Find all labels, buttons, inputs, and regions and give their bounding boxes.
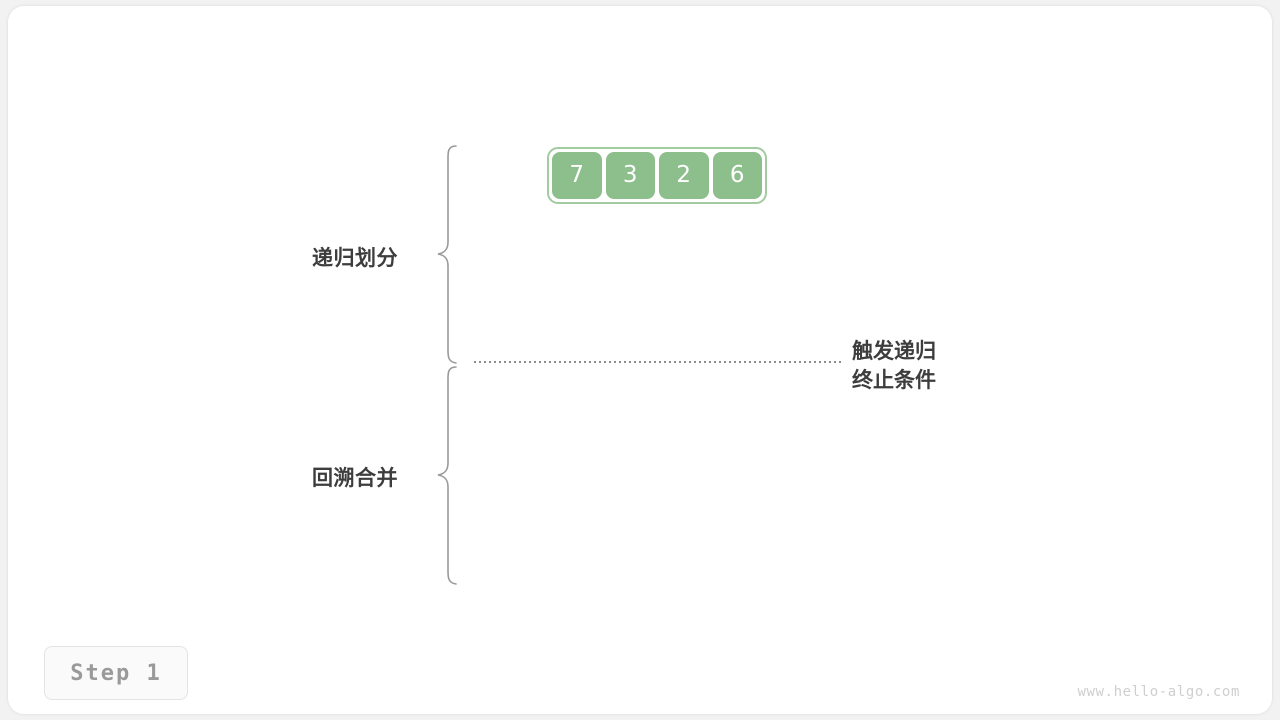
array-cell: 3 bbox=[605, 152, 655, 199]
figure-card: 7 3 2 6 递归划分 回溯合并 触发递归 终止条件 Step 1 bbox=[8, 6, 1272, 714]
brace-merge bbox=[436, 365, 458, 587]
array-cell: 2 bbox=[659, 152, 709, 199]
array-cell: 6 bbox=[712, 152, 762, 199]
annotation-line-2: 终止条件 bbox=[852, 368, 936, 392]
watermark: www.hello-algo.com bbox=[1077, 684, 1240, 700]
array-group: 7 3 2 6 bbox=[547, 147, 767, 204]
section-label-merge: 回溯合并 bbox=[312, 466, 398, 490]
section-label-divide: 递归划分 bbox=[312, 246, 398, 270]
array-cell: 7 bbox=[552, 152, 602, 199]
recursion-termination-annotation: 触发递归 终止条件 bbox=[852, 337, 936, 395]
dotted-divider bbox=[474, 361, 842, 363]
annotation-line-1: 触发递归 bbox=[852, 339, 936, 363]
brace-divide bbox=[436, 144, 458, 366]
step-badge: Step 1 bbox=[44, 646, 188, 700]
